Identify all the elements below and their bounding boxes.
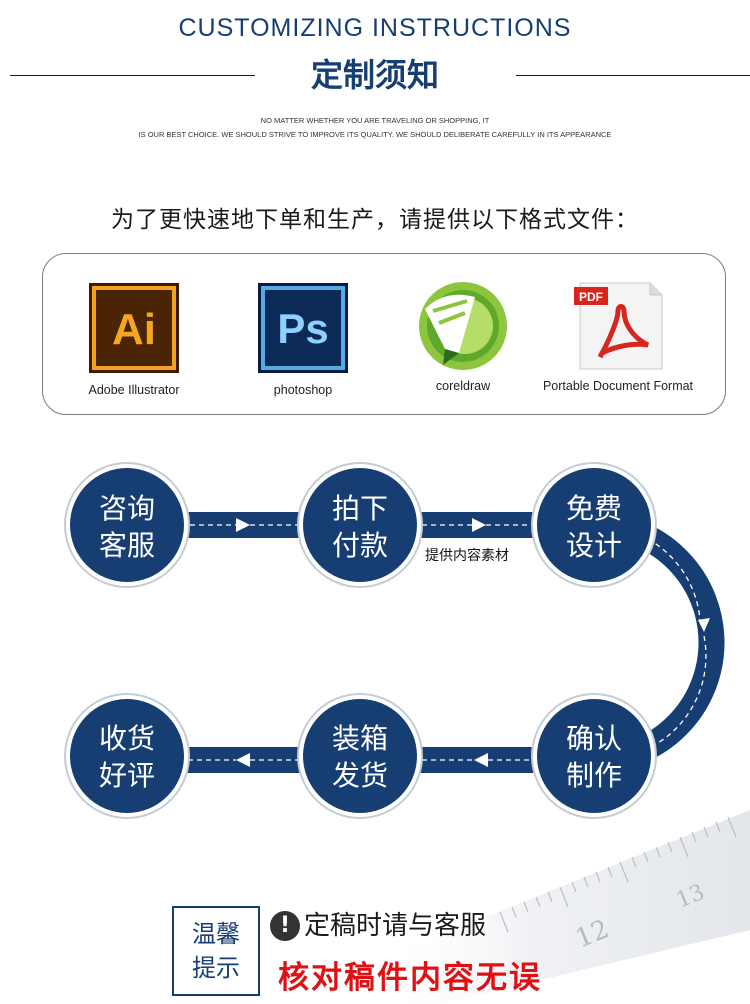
- software-label-coreldraw: coreldraw: [435, 379, 491, 393]
- tip-line-1-text: 定稿时请与客服: [304, 911, 487, 941]
- step-6-label: 收货好评: [98, 722, 155, 792]
- tip-box-line-1: 温馨: [192, 920, 240, 948]
- arrow-right-icon: [472, 518, 486, 532]
- pdf-icon: PDF: [570, 279, 666, 373]
- tip-line-1: !定稿时请与客服: [270, 905, 486, 942]
- pdf-badge-text: PDF: [579, 290, 603, 304]
- arrow-left-icon: [474, 753, 488, 767]
- step-3-label: 免费设计: [565, 492, 622, 562]
- file-format-intro: 为了更快速地下单和生产，请提供以下格式文件：: [111, 207, 639, 233]
- step-circle-2: [297, 462, 423, 588]
- title-divider-left: [10, 75, 255, 76]
- software-label-illustrator: Adobe Illustrator: [88, 383, 180, 397]
- subtitle-line-2: IS OUR BEST CHOICE. WE SHOULD STRIVE TO …: [138, 130, 612, 139]
- software-item-pdf: PDF Portable Document Format: [533, 279, 703, 393]
- step-circle-3: [531, 462, 657, 588]
- ruler-decoration: 12 13: [380, 810, 750, 1004]
- software-label-photoshop: photoshop: [273, 383, 333, 397]
- step-2-label: 拍下付款: [331, 492, 388, 562]
- software-item-photoshop: Ps photoshop: [218, 283, 388, 397]
- photoshop-icon: Ps: [258, 283, 348, 373]
- warning-icon: !: [270, 911, 300, 941]
- subtitle-line-1: NO MATTER WHETHER YOU ARE TRAVELING OR S…: [260, 116, 490, 125]
- process-flow: [64, 462, 725, 819]
- software-item-illustrator: Ai Adobe Illustrator: [49, 283, 219, 397]
- step-circle-6: [64, 693, 190, 819]
- title-en: CUSTOMIZING INSTRUCTIONS: [178, 14, 572, 42]
- software-label-pdf: Portable Document Format: [542, 379, 694, 393]
- title-cn: 定制须知: [310, 56, 439, 94]
- title-divider-right: [516, 75, 750, 76]
- illustrator-icon: Ai: [89, 283, 179, 373]
- illustrator-icon-text: Ai: [112, 305, 156, 354]
- step-4-label: 确认制作: [565, 722, 622, 792]
- tip-box-line-2: 提示: [192, 954, 240, 982]
- step-1-label: 咨询客服: [98, 492, 155, 562]
- tip-box: 温馨 提示: [172, 906, 260, 996]
- step-note: 提供内容素材: [425, 548, 509, 564]
- software-item-coreldraw: coreldraw: [378, 279, 548, 393]
- arrow-left-icon: [236, 753, 250, 767]
- photoshop-icon-text: Ps: [277, 305, 328, 352]
- step-circle-5: [297, 693, 423, 819]
- step-circle-4: [531, 693, 657, 819]
- coreldraw-icon: [415, 279, 511, 373]
- tip-line-2: 核对稿件内容无误: [278, 960, 542, 996]
- arrow-down-icon: [698, 618, 710, 632]
- arrow-right-icon: [236, 518, 250, 532]
- step-circle-1: [64, 462, 190, 588]
- step-5-label: 装箱发货: [331, 722, 388, 792]
